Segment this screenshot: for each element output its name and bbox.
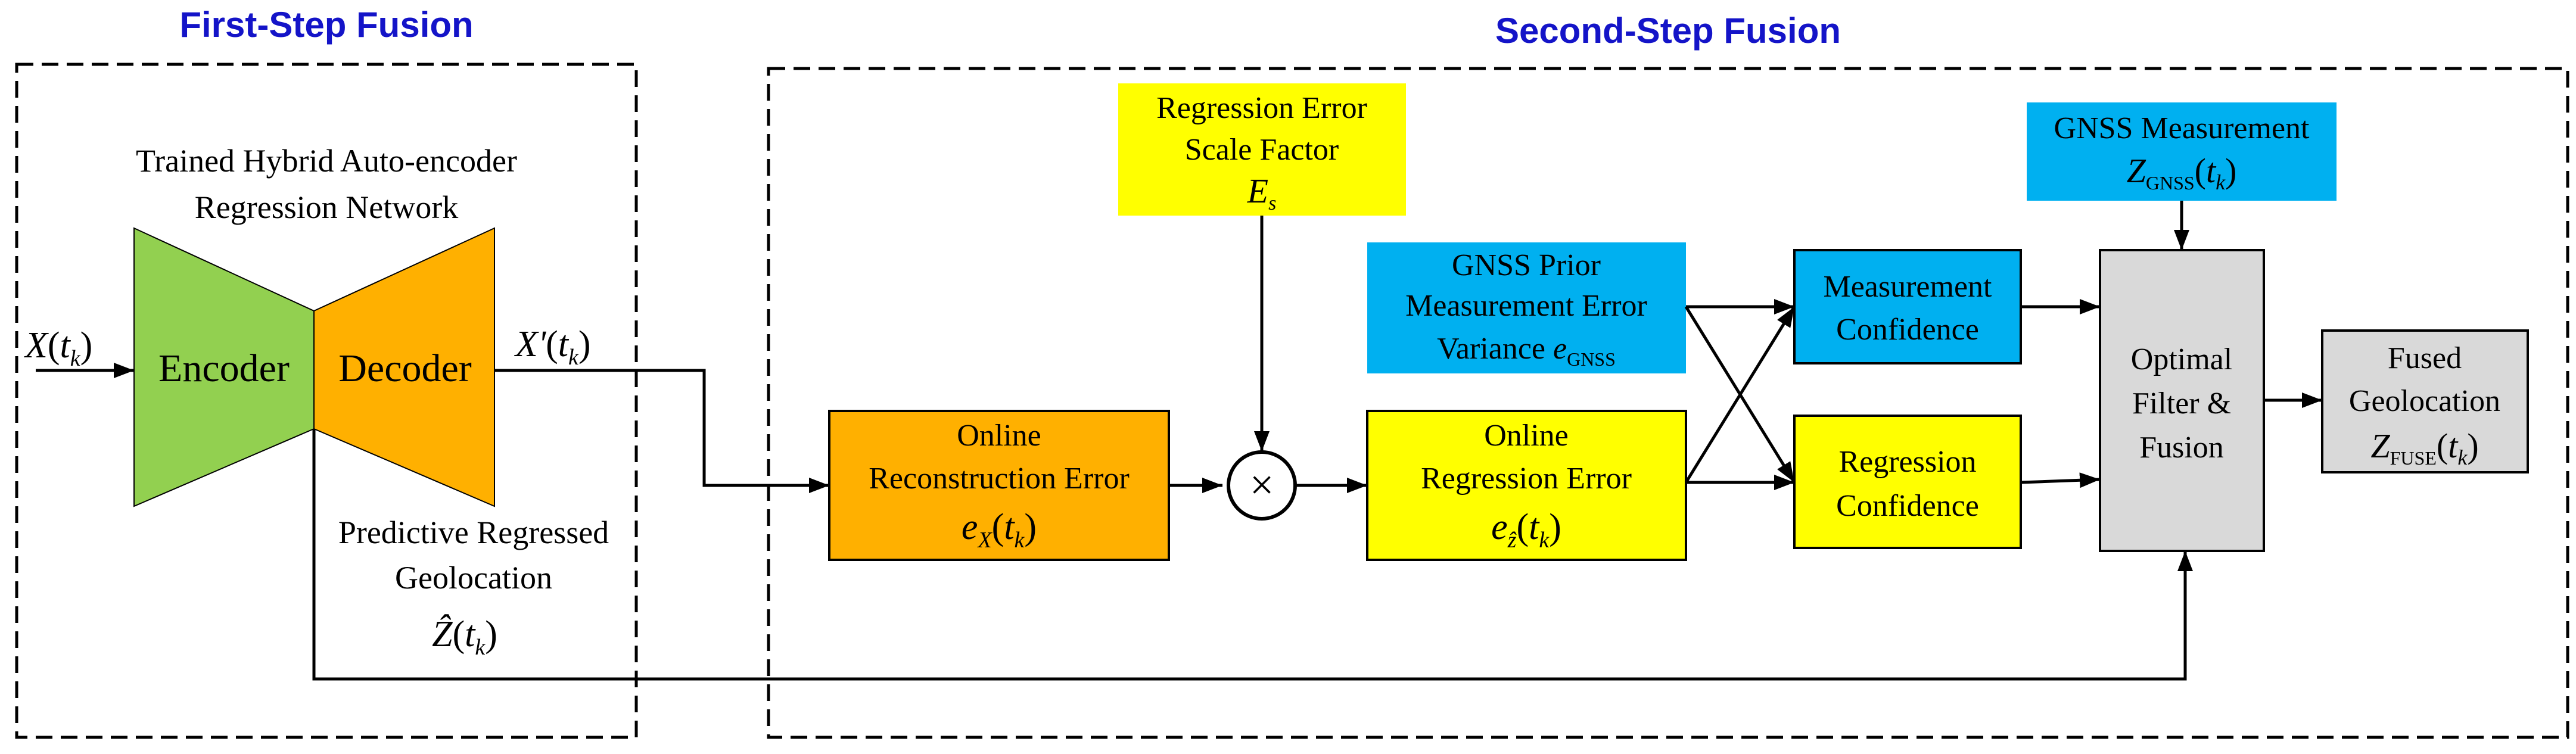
reconstruction-path: [494, 369, 829, 493]
fused-line1: Fused: [2388, 341, 2462, 375]
predictive-symbol: Ẑ(tk): [432, 614, 497, 660]
decoder-label: Decoder: [338, 347, 472, 390]
gnss-prior-line3: Variance eGNSS: [1437, 332, 1616, 370]
gnss-prior-block: [1367, 242, 1686, 373]
regression-confidence-line2: Confidence: [1836, 489, 1979, 523]
decoder-trapezoid: [313, 227, 495, 507]
output-label: X'(tk): [514, 324, 591, 370]
scale-factor-symbol: Es: [1247, 172, 1277, 214]
predictive-line1: Predictive Regressed: [338, 515, 609, 550]
scale-factor-line2: Scale Factor: [1185, 133, 1339, 167]
fused-symbol: ZFUSE(tk): [2370, 426, 2478, 469]
second-step-frame: [767, 67, 2569, 739]
multiply-icon: ×: [1250, 461, 1274, 509]
regression-conf-to-optimal-arrow: [2020, 472, 2101, 488]
optimal-line2: Filter &: [2132, 387, 2231, 420]
regression-path: [312, 429, 2193, 681]
regression-to-measurement-arrow: [1684, 306, 1796, 484]
measurement-confidence-line1: Measurement: [1823, 270, 1992, 304]
fused-line2: Geolocation: [2349, 384, 2500, 418]
scale-factor-block: [1118, 83, 1406, 216]
first-step-title: First-Step Fusion: [179, 5, 473, 45]
reconstruction-symbol: eX(tk): [962, 507, 1037, 553]
reconstruction-line2: Reconstruction Error: [869, 462, 1130, 496]
second-step-title: Second-Step Fusion: [1495, 11, 1841, 51]
predictive-line2: Geolocation: [395, 560, 552, 596]
gnss-measurement-block: [2027, 102, 2337, 201]
gnss-prior-line2: Measurement Error: [1405, 289, 1647, 323]
optimal-line3: Fusion: [2139, 431, 2224, 465]
encoder-label: Encoder: [158, 347, 290, 390]
regression-error-line2: Regression Error: [1421, 462, 1632, 496]
measurement-confidence-line2: Confidence: [1836, 313, 1979, 347]
network-caption-line1: Trained Hybrid Auto-encoder: [136, 143, 517, 179]
gnss-measurement-symbol: ZGNSS(tk): [2127, 151, 2237, 194]
gnss-prior-line1: GNSS Prior: [1452, 248, 1601, 282]
input-label: X(tk): [23, 325, 92, 371]
regression-confidence-line1: Regression: [1838, 445, 1976, 479]
reconstruction-line1: Online: [957, 419, 1041, 453]
optimal-filter-block: [2099, 249, 2265, 552]
scale-factor-line1: Regression Error: [1156, 91, 1367, 125]
optimal-line1: Optimal: [2131, 342, 2232, 376]
regression-confidence-block: [1793, 415, 2022, 549]
fused-geolocation-block: [2321, 329, 2529, 473]
regression-error-block: [1366, 410, 1687, 561]
network-caption-line2: Regression Network: [195, 189, 458, 225]
first-step-frame: [15, 63, 638, 739]
gnss-measurement-line1: GNSS Measurement: [2054, 111, 2310, 145]
regression-error-line1: Online: [1484, 419, 1569, 453]
regression-error-symbol: eẑ(tk): [1491, 507, 1561, 553]
